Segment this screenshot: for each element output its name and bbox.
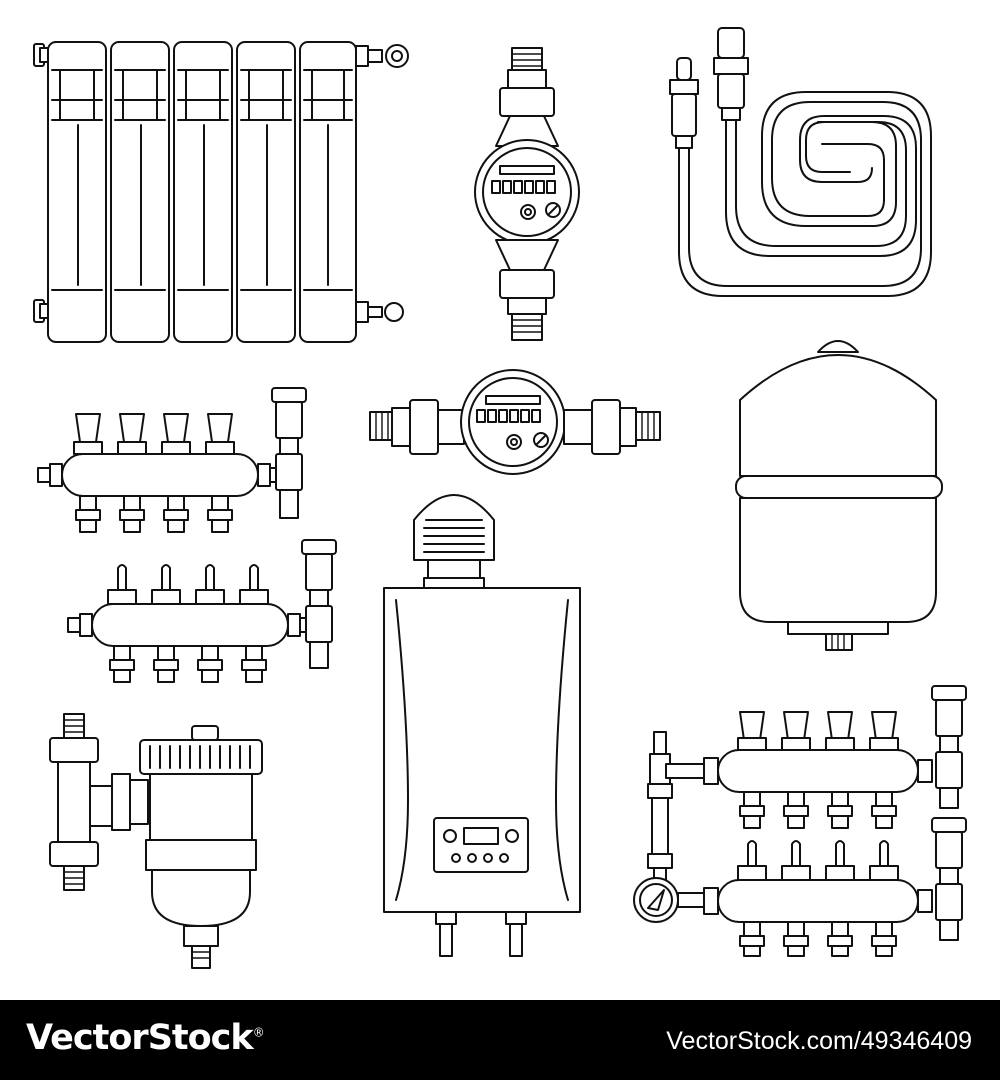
radiator-icon (33, 41, 409, 343)
stock-image-id: VectorStock.com/49346409 (666, 1027, 972, 1055)
illustration-canvas (33, 27, 967, 969)
expansion-tank-icon (735, 340, 943, 651)
watermark-footer: VectorStock® VectorStock.com/49346409 (0, 1000, 1000, 1080)
logo-text: VectorStock (26, 1018, 254, 1058)
water-meter-vertical-icon (474, 47, 580, 341)
manifold-upper-icon (37, 387, 307, 533)
water-meter-horizontal-icon (369, 369, 661, 475)
heating-equipment-illustration (33, 27, 967, 969)
magnetic-filter-icon (49, 713, 263, 969)
floor-heating-coil-icon (669, 27, 932, 297)
gas-boiler-icon (383, 494, 581, 957)
manifold-pump-group-icon (633, 685, 967, 957)
vectorstock-logo: VectorStock® (26, 1018, 265, 1058)
manifold-middle-icon (67, 539, 337, 683)
registered-mark: ® (252, 1025, 265, 1040)
